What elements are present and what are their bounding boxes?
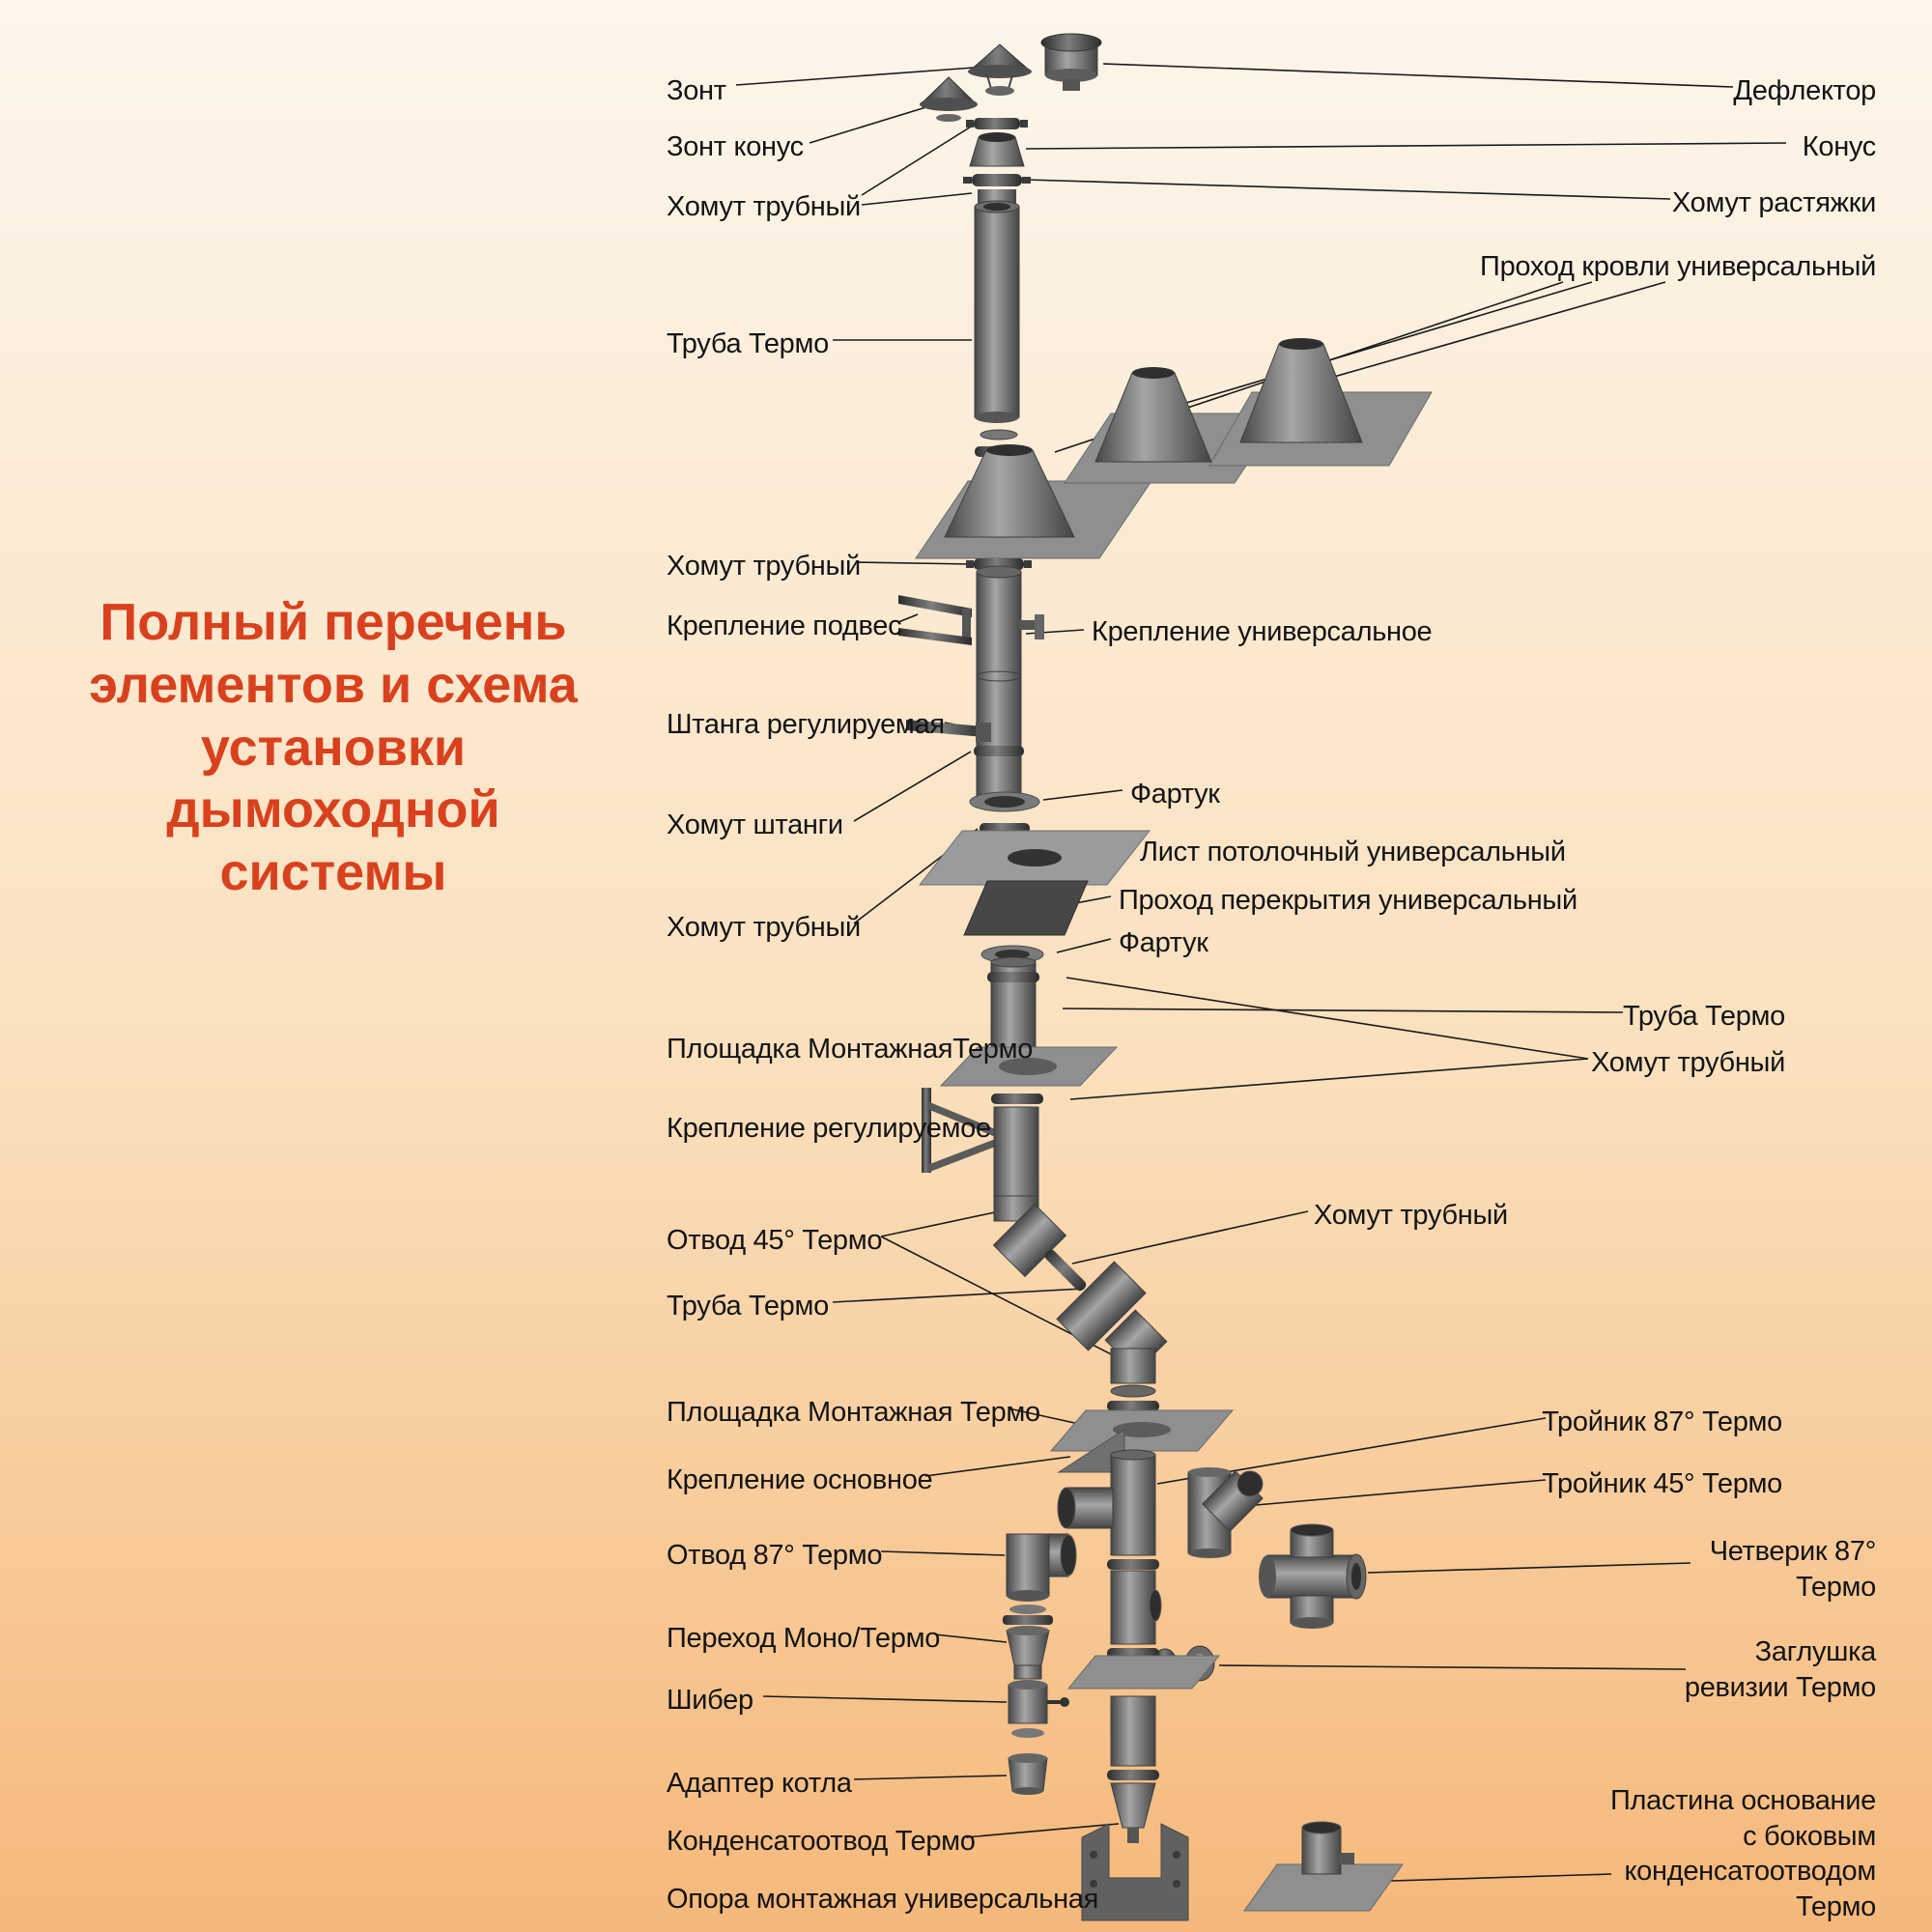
- guy-wire-clamp-part: [963, 174, 1031, 205]
- tee-45-part: [1187, 1467, 1264, 1558]
- label-plastina-osnovanie: Пластина основание с боковым конденсатоо…: [1610, 1785, 1876, 1922]
- label-truba-termo-1: Труба Термо: [667, 328, 829, 359]
- label-otvod-87: Отвод 87° Термо: [667, 1540, 883, 1571]
- boiler-adapter-part: [1008, 1753, 1048, 1795]
- label-shtanga: Штанга регулируемая: [667, 709, 945, 740]
- rod-clamp-part: [974, 746, 1024, 756]
- label-perekhod: Переход Моно/Термо: [667, 1623, 941, 1654]
- label-fartuk-1: Фартук: [1130, 779, 1220, 810]
- elbow-45-lower-part: [1104, 1309, 1168, 1411]
- umbrella-cone-part: [919, 76, 979, 122]
- page-title: Полный перечень элементов и схема устано…: [89, 593, 578, 902]
- label-fartuk-2: Фартук: [1119, 927, 1208, 958]
- deflector-part: [1040, 33, 1102, 91]
- label-khomut-rastyazhki: Хомут растяжки: [1671, 187, 1876, 218]
- label-opora: Опора монтажная универсальная: [667, 1884, 1099, 1915]
- ceiling-sheet-part: [918, 830, 1151, 886]
- label-prokhod-perekrytiya: Проход перекрытия универсальный: [1119, 885, 1577, 916]
- label-ploshchadka-2: Площадка Монтажная Термо: [667, 1397, 1040, 1428]
- label-troynik-45: Тройник 45° Термо: [1542, 1468, 1782, 1499]
- label-khomut-trubny-2: Хомут трубный: [667, 551, 861, 582]
- revision-segment-part: [1066, 1559, 1221, 1780]
- label-khomut-trubny-3: Хомут трубный: [667, 912, 861, 943]
- thermo-pipe-lower-part: [987, 956, 1039, 1052]
- label-otvod-45: Отвод 45° Термо: [667, 1225, 883, 1256]
- cross-87-part: [1259, 1523, 1367, 1629]
- label-kreplenie-reguliruemoe: Крепление регулируемое: [667, 1113, 991, 1144]
- label-zont: Зонт: [667, 75, 726, 106]
- label-zaglushka-revizii: Заглушка ревизии Термо: [1684, 1636, 1876, 1703]
- ceiling-pass-box-part: [963, 880, 1089, 936]
- label-khomut-trubny-1: Хомут трубный: [667, 191, 861, 222]
- label-khomut-trubny-5: Хомут трубный: [1314, 1200, 1508, 1231]
- pipe-above-elbow-part: [993, 1106, 1039, 1208]
- label-prokhod-krovli: Проход кровли универсальный: [1480, 251, 1876, 282]
- thermo-pipe-mid-part: [976, 565, 1044, 805]
- label-adapter-kotla: Адаптер котла: [667, 1768, 852, 1799]
- adjustable-bracket-part: [922, 1088, 1003, 1173]
- mounting-platform-1-part: [939, 1046, 1119, 1104]
- label-kreplenie-osnovnoe: Крепление основное: [667, 1464, 933, 1495]
- label-kreplenie-universalnoe: Крепление универсальное: [1092, 616, 1433, 647]
- cone-part: [969, 132, 1025, 167]
- damper-part: [1008, 1680, 1069, 1738]
- label-kondensatootvod: Конденсатоотвод Термо: [667, 1826, 976, 1857]
- label-truba-termo-3: Труба Термо: [1623, 1001, 1785, 1032]
- mounting-platform-2-part: [1049, 1409, 1235, 1452]
- label-zont-konus: Зонт конус: [667, 131, 804, 162]
- umbrella-cap-part: [967, 43, 1033, 96]
- diagonal-pipe-part: [1056, 1261, 1147, 1351]
- label-truba-termo-2: Труба Термо: [667, 1291, 829, 1321]
- label-ploshchadka-1: Площадка МонтажнаяТермо: [667, 1034, 1034, 1065]
- diagonal-clamp-part: [1044, 1249, 1087, 1292]
- label-list-potolochny: Лист потолочный универсальный: [1140, 837, 1566, 867]
- skirt-collar-1-part: [969, 791, 1040, 812]
- label-chetverik-87: Четверик 87° Термо: [1709, 1536, 1877, 1603]
- label-troynik-87: Тройник 87° Термо: [1542, 1406, 1782, 1437]
- label-deflektor: Дефлектор: [1733, 75, 1876, 106]
- label-kreplenie-podves: Крепление подвес: [667, 611, 902, 641]
- label-shiber: Шибер: [667, 1685, 753, 1716]
- tee-87-part: [1057, 1449, 1156, 1556]
- hanger-bracket-part: [898, 595, 972, 645]
- mono-thermo-adapter-part: [1003, 1605, 1053, 1680]
- condensate-drain-part: [1110, 1782, 1156, 1843]
- label-khomut-trubny-4: Хомут трубный: [1591, 1047, 1785, 1078]
- pipe-clamp-top-part: [966, 118, 1028, 129]
- roof-pass-1-part: [915, 444, 1152, 559]
- adjustable-rod-part: [906, 720, 991, 742]
- label-khomut-shtangi: Хомут штанги: [667, 810, 843, 840]
- thermo-pipe-top-part: [974, 200, 1023, 457]
- label-konus: Конус: [1802, 131, 1877, 162]
- elbow-87-part: [1006, 1533, 1077, 1602]
- universal-support-part: [1081, 1823, 1189, 1921]
- base-plate-part: [1243, 1821, 1404, 1912]
- roof-pass-3-part: [1208, 338, 1433, 467]
